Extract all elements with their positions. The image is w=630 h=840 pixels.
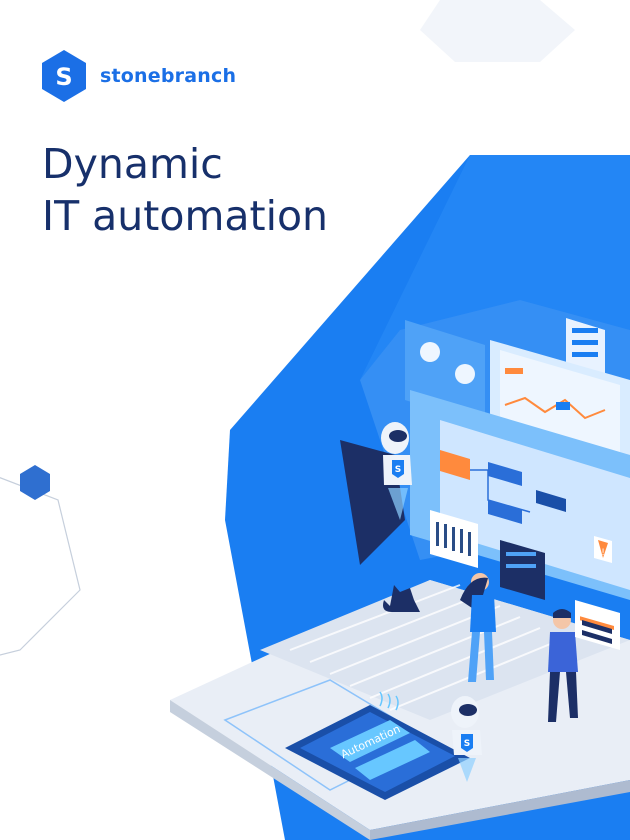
svg-text:S: S (55, 63, 72, 91)
main-screen (410, 390, 630, 600)
automation-chip: Automation (285, 691, 470, 800)
faint-hexagon-shape (420, 0, 575, 62)
small-hexagon-icon (20, 465, 50, 500)
page-title: Dynamic IT automation (42, 138, 328, 242)
cat-figure (383, 585, 420, 612)
brand-logo: S stonebranch (40, 50, 236, 102)
person-man (548, 609, 578, 722)
alert-bubble: ! (594, 536, 612, 563)
stonebranch-hexagon-icon: S (42, 50, 86, 102)
title-line-1: Dynamic (42, 140, 223, 188)
title-line-2: IT automation (42, 192, 329, 240)
robot-left-badge: S (395, 465, 401, 475)
alert-symbol: ! (601, 548, 605, 558)
robot-bottom-badge: S (464, 739, 470, 749)
side-panel (575, 600, 620, 650)
brand-name: stonebranch (100, 65, 237, 87)
person-woman (460, 573, 496, 682)
outline-hexagon-shape (0, 477, 81, 656)
laptop (170, 580, 630, 840)
robot-left: S (340, 422, 412, 565)
robot-bottom: S (451, 696, 482, 782)
